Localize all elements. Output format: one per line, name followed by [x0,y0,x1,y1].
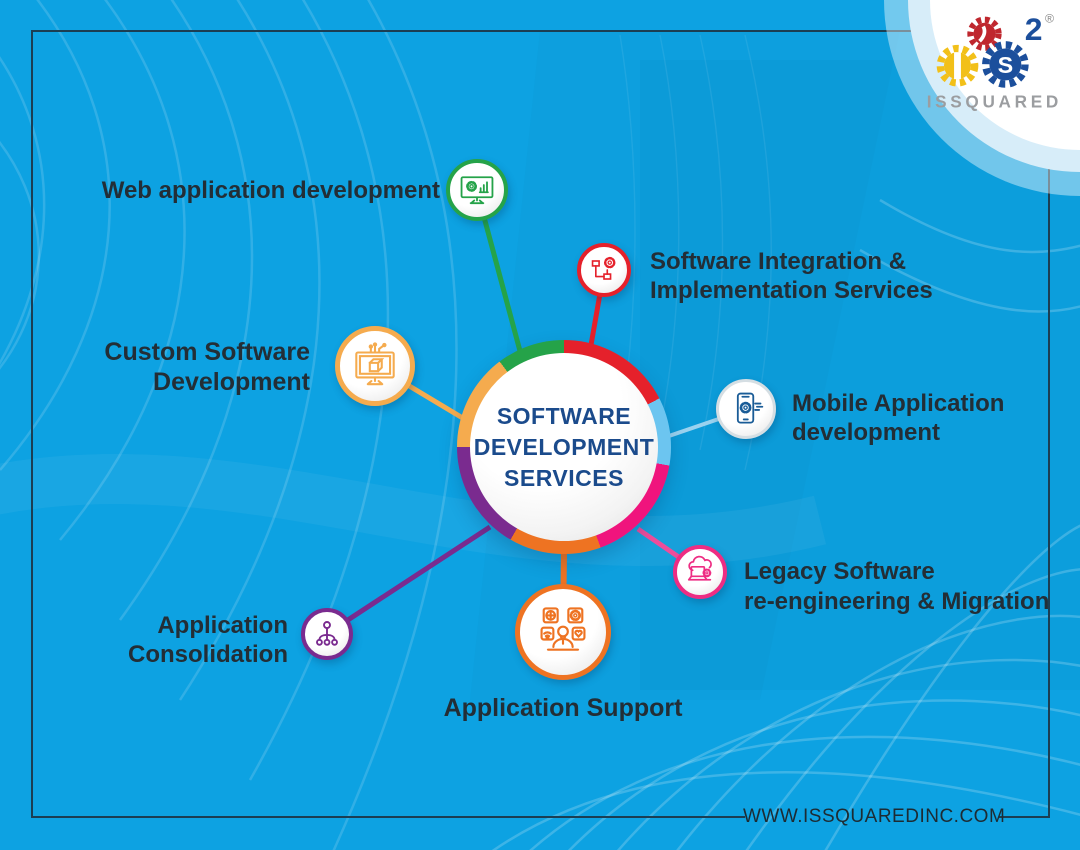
node-legacy-software [673,545,727,599]
center-title: SOFTWARE DEVELOPMENT SERVICES [473,402,655,491]
label-application-support: Application Support [443,694,683,722]
frame-border-left [31,30,33,818]
frame-border-bottom-left [31,816,745,818]
cloud-laptop-gear-icon [687,555,712,581]
footer-website-url: WWW.ISSQUAREDINC.COM [743,806,1006,827]
flowchart-gear-icon [591,256,616,280]
label-web-application: Web application development [101,177,440,204]
frame-border-bottom-right [999,816,1050,818]
logo-superscript: 2 [1025,11,1043,47]
node-mobile-application [716,379,776,439]
label-custom-software: Custom Software Development [104,338,310,396]
node-application-support [515,584,611,680]
label-legacy-software: Legacy Software re-engineering & Migrati… [744,558,1050,615]
frame-border-right [1048,30,1050,818]
label-mobile-application: Mobile Application development [792,390,1005,446]
label-application-consolidation: Application Consolidation [128,612,288,668]
center-circle: SOFTWARE DEVELOPMENT SERVICES [470,353,658,541]
logo-registered-mark: ® [1045,12,1054,26]
logo-s-letter: S [998,52,1014,78]
phone-gear-icon [736,392,764,424]
logo-brand-text: ISSQUARED [927,91,1062,111]
label-software-integration: Software Integration & Implementation Se… [650,248,933,304]
frame-border-top [31,30,1050,32]
connector-consolidation [326,524,492,636]
hierarchy-tree-icon [316,621,338,646]
monitor-gear-chart-icon [460,176,494,205]
node-web-application [446,159,508,221]
node-application-consolidation [301,608,353,660]
support-person-apps-icon [540,607,586,651]
monitor-cube-circuit-icon [355,342,395,386]
node-custom-software [335,326,415,406]
node-software-integration [577,243,631,297]
issquared-logo: S 2 ® ISSQUARED [924,8,1072,116]
issquared-logo-mark: S 2 ® ISSQUARED [927,11,1062,112]
